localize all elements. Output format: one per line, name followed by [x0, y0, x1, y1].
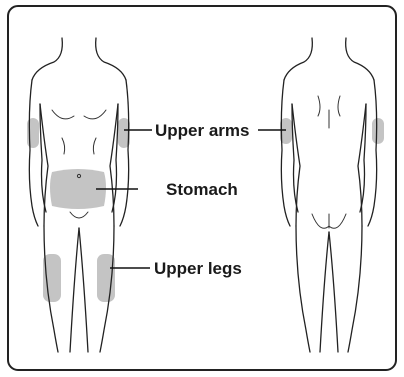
site-upper-arm-right-back: [372, 118, 384, 144]
label-stomach: Stomach: [166, 180, 238, 199]
label-upper-legs: Upper legs: [154, 259, 242, 278]
label-upper-arms: Upper arms: [155, 121, 249, 140]
